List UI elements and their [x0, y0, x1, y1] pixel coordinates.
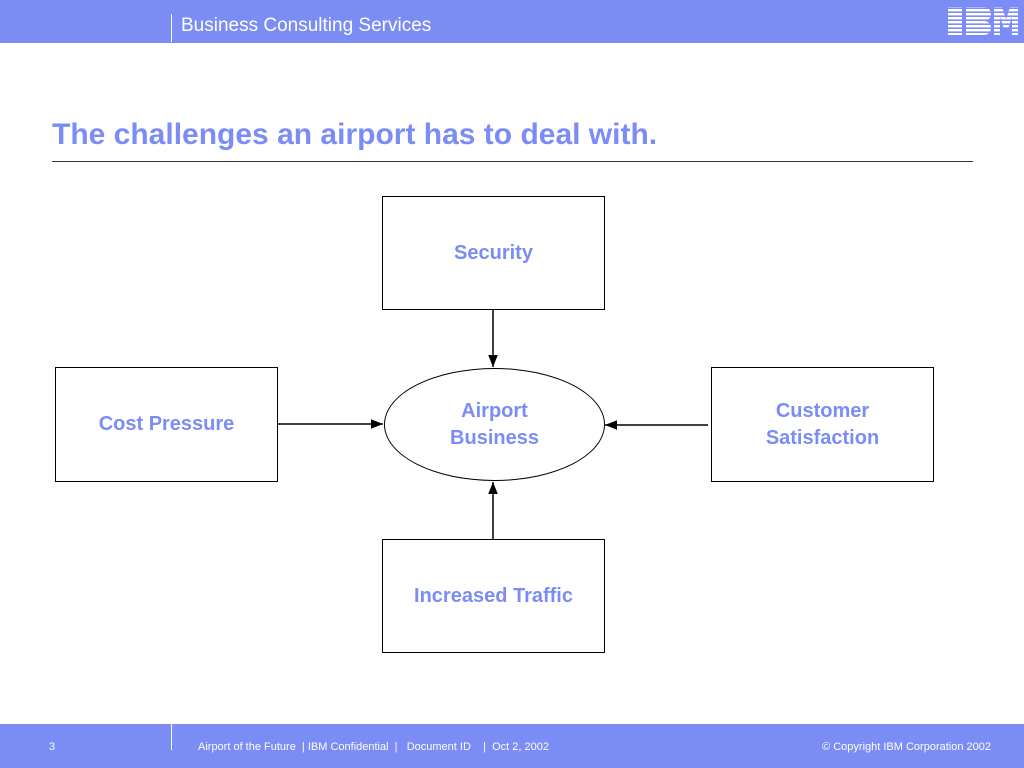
footer-divider — [171, 724, 172, 750]
node-airport-business: Airport Business — [384, 368, 605, 481]
footer-bar: 3 Airport of the Future | IBM Confidenti… — [0, 724, 1024, 768]
node-increased-traffic: Increased Traffic — [382, 539, 605, 653]
header-divider — [171, 14, 172, 42]
footer-copyright: © Copyright IBM Corporation 2002 — [822, 741, 991, 753]
node-airport-business-label: Airport Business — [450, 399, 539, 449]
title-divider — [52, 161, 973, 162]
page-number: 3 — [49, 741, 56, 753]
node-customer-satisfaction-label: Customer Satisfaction — [765, 399, 880, 449]
header-bar: Business Consulting Services — [0, 0, 1024, 43]
header-brand-text: Business Consulting Services — [181, 15, 432, 36]
node-security-label: Security — [454, 241, 533, 264]
node-customer-satisfaction: Customer Satisfaction — [711, 367, 934, 482]
node-cost-pressure: Cost Pressure — [55, 367, 278, 482]
node-cost-pressure-label: Cost Pressure — [98, 413, 235, 435]
node-increased-traffic-label: Increased Traffic — [414, 584, 573, 607]
node-security: Security — [382, 196, 605, 310]
footer-meta: Airport of the Future | IBM Confidential… — [198, 741, 549, 753]
ibm-logo-icon — [948, 7, 1018, 35]
page-title: The challenges an airport has to deal wi… — [52, 118, 658, 151]
